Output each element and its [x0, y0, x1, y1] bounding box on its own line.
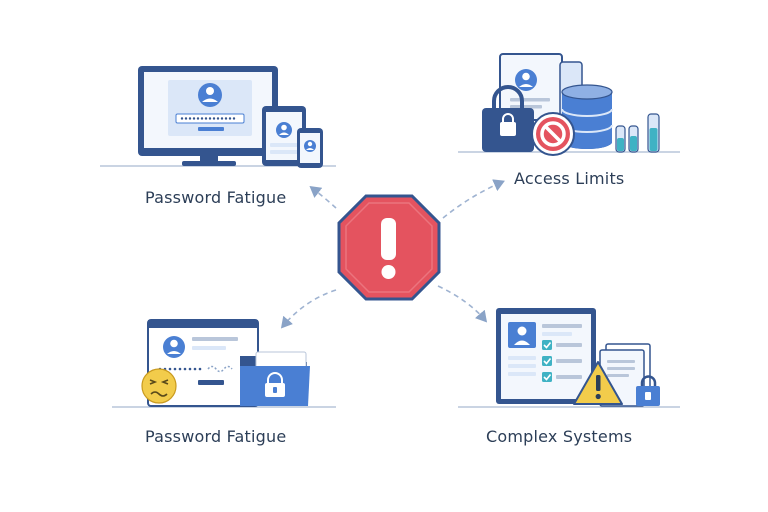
access-limits-illustration: [458, 53, 680, 156]
tablet-icon: [262, 106, 306, 166]
padlock-icon: [636, 375, 660, 406]
checklist-icon: [542, 340, 582, 382]
connector-arrows: [280, 179, 505, 329]
arrow-to-top-left: [309, 186, 337, 209]
label-complex-systems: Complex Systems: [486, 427, 633, 446]
vial-icon: [615, 113, 660, 153]
label-password-fatigue-top: Password Fatigue: [145, 188, 287, 207]
monitor-icon: [138, 66, 278, 166]
warning-octagon-icon: [337, 194, 441, 301]
arrow-to-top-right: [442, 179, 505, 219]
arrow-to-bottom-left: [280, 289, 337, 329]
folder-icon: [240, 351, 310, 406]
devices-illustration: [100, 66, 336, 168]
phone-icon: [297, 128, 323, 168]
complex-systems-illustration: [458, 308, 680, 408]
label-password-fatigue-bottom: Password Fatigue: [145, 427, 287, 446]
label-access-limits: Access Limits: [514, 169, 625, 188]
confused-face-icon: [141, 368, 177, 404]
login-folder-illustration: [112, 319, 336, 408]
warning-triangle-icon: [573, 361, 623, 405]
padlock-icon: [482, 85, 534, 152]
no-entry-icon: [531, 112, 575, 156]
arrow-to-bottom-right: [437, 285, 488, 323]
checklist-window: [496, 308, 596, 404]
